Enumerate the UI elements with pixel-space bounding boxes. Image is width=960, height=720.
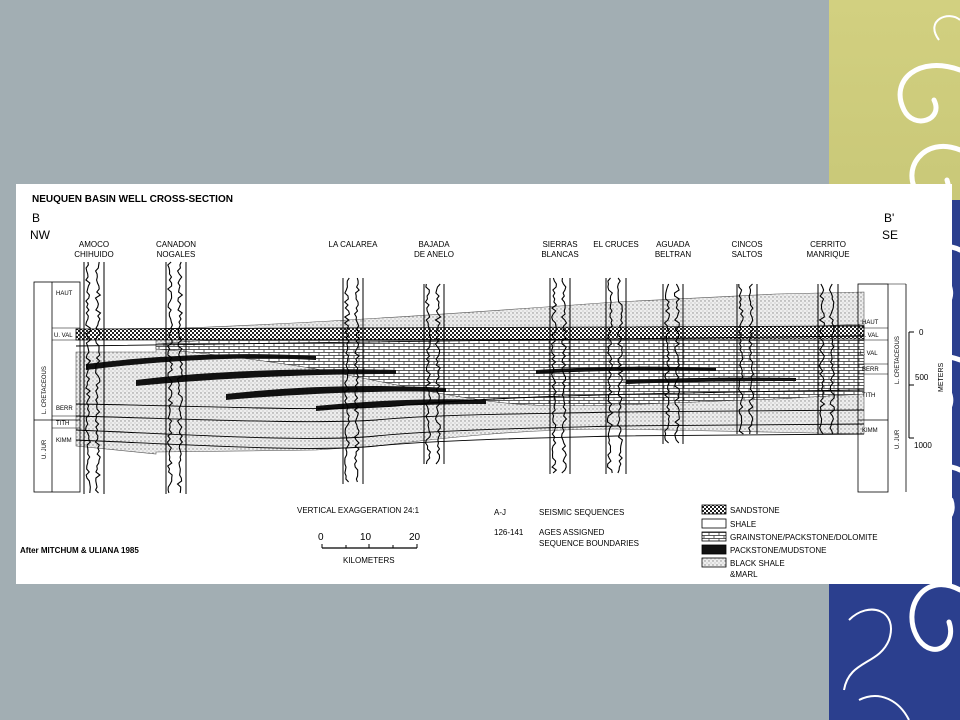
figure-credit: After MITCHUM & ULIANA 1985 xyxy=(20,546,139,555)
legend-swatch-shale xyxy=(701,518,727,529)
well-label: SALTOS xyxy=(732,250,763,259)
well-log-trace xyxy=(748,283,755,435)
cross-section-body xyxy=(75,291,865,455)
left-stage-tith: TITH xyxy=(56,421,69,427)
ages-assigned-note: AGES ASSIGNED xyxy=(539,528,605,537)
legend-label-marl: &MARL xyxy=(730,570,758,579)
lithology-legend: SANDSTONE SHALE GRAINSTONE/PACKSTONE/DOL… xyxy=(701,504,878,579)
well-log-trace xyxy=(94,261,102,494)
right-stage-kimm: KIMM xyxy=(862,428,878,434)
ages-key: 126-141 xyxy=(494,528,524,537)
legend-label-grainstone: GRAINSTONE/PACKSTONE/DOLOMITE xyxy=(730,533,878,542)
well-label: CINCOS xyxy=(731,240,762,249)
left-period-ujur: U. JUR xyxy=(42,439,48,459)
well-label: AGUADA xyxy=(656,240,690,249)
figure-title: NEUQUEN BASIN WELL CROSS-SECTION xyxy=(32,194,233,205)
well-label: BLANCAS xyxy=(541,250,578,259)
well-log-trace xyxy=(663,283,671,444)
well-label: LA CALAREA xyxy=(329,240,379,249)
legend-label-packstone: PACKSTONE/MUDSTONE xyxy=(730,546,826,555)
left-period-lcretaceous: L. CRETACEOUS xyxy=(42,366,48,414)
well-label: CERRITO xyxy=(810,240,846,249)
well-cruces: EL CRUCES xyxy=(593,240,639,474)
well-log-trace xyxy=(673,283,681,444)
well-label: CHIHUIDO xyxy=(74,250,114,259)
well-label: SIERRAS xyxy=(542,240,577,249)
well-label: NOGALES xyxy=(157,250,196,259)
well-label: DE ANELO xyxy=(414,250,454,259)
well-log-trace xyxy=(343,277,351,483)
right-stage-haut: HAUT xyxy=(862,320,879,326)
right-strat-column: HAUT U. VAL L. VAL BERR TITH KIMM L. CRE… xyxy=(857,283,907,493)
depth-unit-label: METERS xyxy=(938,363,945,393)
legend-label-shale: SHALE xyxy=(730,520,756,529)
km-tick-10: 10 xyxy=(360,532,372,543)
right-stage-tith: TITH xyxy=(862,393,875,399)
well-label: AMOCO xyxy=(79,240,109,249)
legend-swatch-grainstone xyxy=(701,531,727,542)
seismic-key: A-J xyxy=(494,508,506,517)
section-end-direction: SE xyxy=(882,228,898,242)
depth-tick-0: 0 xyxy=(919,328,924,337)
well-label: BAJADA xyxy=(418,240,450,249)
cross-section-figure: NEUQUEN BASIN WELL CROSS-SECTION B NW B'… xyxy=(16,184,952,584)
well-calarea: LA CALAREA xyxy=(329,240,379,484)
right-period-ujur: U. JUR xyxy=(895,429,901,449)
well-log-trace xyxy=(434,283,442,465)
left-stage-berr: BERR xyxy=(56,406,73,412)
depth-scale: 0 500 1000 METERS xyxy=(908,328,945,450)
right-stage-berr: BERR xyxy=(862,367,879,373)
band-yellow-top xyxy=(829,0,960,200)
well-log-trace xyxy=(85,261,92,494)
well-log-trace xyxy=(818,283,826,435)
section-start-direction: NW xyxy=(30,228,51,242)
well-log-trace xyxy=(166,261,174,494)
well-log-trace xyxy=(176,261,184,494)
depth-tick-1000: 1000 xyxy=(914,441,932,450)
sequence-boundaries-note: SEQUENCE BOUNDARIES xyxy=(539,539,639,548)
legend-swatch-blackshale xyxy=(701,557,727,568)
legend-swatch-sandstone xyxy=(701,504,727,515)
well-log-trace xyxy=(560,277,568,474)
right-stage-lval: L. VAL xyxy=(860,351,878,357)
right-stage-uval: U. VAL xyxy=(860,333,879,339)
left-stage-kimm: KIMM xyxy=(56,438,72,444)
left-stage-uval: U. VAL xyxy=(54,333,73,339)
well-log-trace xyxy=(828,283,836,435)
well-log-trace xyxy=(353,277,361,483)
right-period-lcretaceous: L. CRETACEOUS xyxy=(895,336,901,384)
vertical-exaggeration-note: VERTICAL EXAGGERATION 24:1 xyxy=(297,506,420,515)
well-label: BELTRAN xyxy=(655,250,692,259)
depth-tick-500: 500 xyxy=(915,373,929,382)
km-tick-20: 20 xyxy=(409,532,421,543)
left-stage-haut: HAUT xyxy=(56,291,73,297)
section-end-label: B' xyxy=(884,211,894,225)
km-scale-label: KILOMETERS xyxy=(343,556,395,565)
km-scale-bar: 0 10 20 KILOMETERS xyxy=(318,532,421,565)
well-log-trace xyxy=(606,277,614,474)
well-label: EL CRUCES xyxy=(593,240,639,249)
legend-label-blackshale: BLACK SHALE xyxy=(730,559,785,568)
legend-label-sandstone: SANDSTONE xyxy=(730,506,780,515)
left-strat-column: HAUT U. VAL BERR TITH KIMM L. CRETACEOUS… xyxy=(33,281,81,493)
section-start-label: B xyxy=(32,211,40,225)
well-log-trace xyxy=(550,277,558,474)
well-label: MANRIQUE xyxy=(806,250,849,259)
well-log-trace xyxy=(616,277,624,474)
well-label: CANADON xyxy=(156,240,196,249)
seismic-sequences-note: SEISMIC SEQUENCES xyxy=(539,508,624,517)
legend-swatch-packstone xyxy=(701,544,727,555)
km-tick-0: 0 xyxy=(318,532,324,543)
well-log-trace xyxy=(424,283,432,465)
well-log-trace xyxy=(738,283,744,435)
